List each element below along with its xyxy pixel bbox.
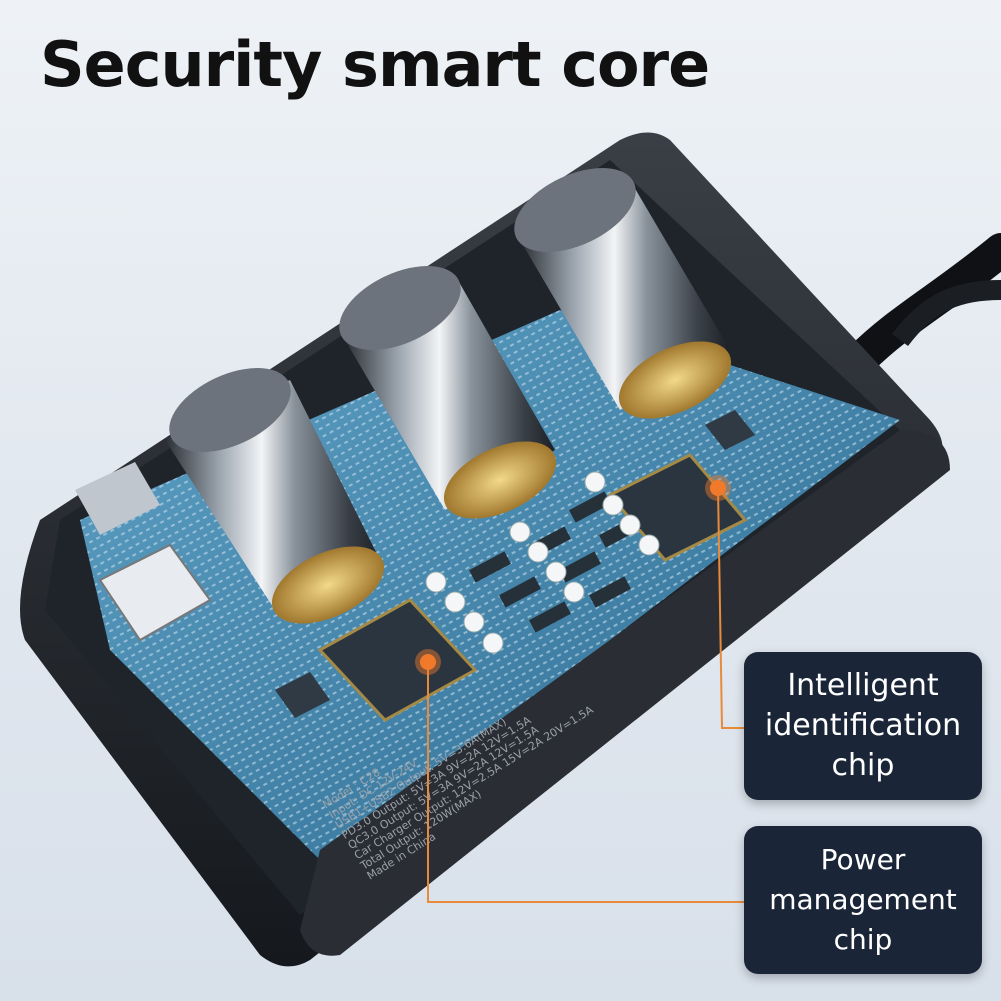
component-array (469, 491, 641, 633)
callout-power-management-chip: Power management chip (744, 826, 982, 974)
chip-left-large (317, 598, 478, 722)
capacitor-dots (425, 471, 660, 654)
front-panel (300, 430, 950, 956)
callout-line: Intelligent (787, 668, 939, 703)
callout-line: Power (820, 843, 906, 876)
hotspot-marker-power (415, 649, 441, 675)
socket-cylinder-3 (514, 168, 732, 419)
callout-line: chip (833, 923, 893, 956)
callout-line: chip (831, 748, 895, 783)
page-title: Security smart core (40, 28, 710, 101)
callout-line: identification (764, 708, 962, 743)
chip-small (275, 410, 755, 718)
leader-lines (427, 487, 744, 903)
hotspot-marker-identification (705, 475, 731, 501)
callout-identification-chip: Intelligent identification chip (744, 652, 982, 800)
socket-cylinder-1 (165, 368, 385, 624)
power-cable (843, 233, 1001, 377)
usb-ports (75, 462, 212, 642)
socket-cylinder-2 (339, 266, 557, 519)
callout-line: management (769, 883, 957, 916)
